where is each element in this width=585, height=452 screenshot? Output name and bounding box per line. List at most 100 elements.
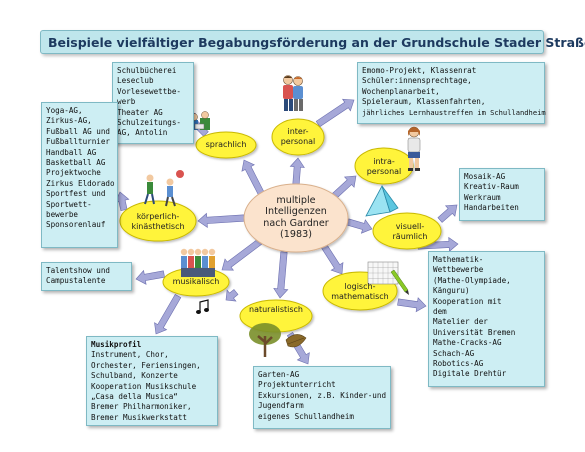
arrow-center-visuell <box>346 218 373 234</box>
box-line: Handarbeiten <box>464 203 519 213</box>
arrow-musikalisch-talent <box>135 269 165 285</box>
label-line: logisch- <box>344 282 376 291</box>
box-line: Yoga-AG, <box>46 106 83 115</box>
box-line: Jugendfarm <box>258 401 304 411</box>
label-line: naturalistisch <box>249 305 303 314</box>
box-visuell: Mosaik-AG Kreativ-Raum Werkraum Handarbe… <box>459 168 545 221</box>
music-note-icon <box>196 299 209 314</box>
box-line: Talentshow und <box>46 266 111 275</box>
box-line: Schach-AG <box>433 348 475 358</box>
box-line: Bremer Philharmoniker, <box>91 402 192 412</box>
box-koerperlich: Yoga-AG, Zirkus-AG, Fußball AG und Fußba… <box>41 102 118 248</box>
box-line: Känguru) <box>433 286 470 296</box>
box-line: Mathe-Cracks-AG <box>433 338 502 348</box>
arrow-center-sprachlich <box>241 159 266 197</box>
box-line: Schulband, Konzerte <box>91 371 178 381</box>
box-line: werb <box>117 97 136 107</box>
arrow-center-koerperlich <box>197 212 245 228</box>
arrow-center-musikalisch <box>221 236 265 271</box>
label-logisch: logisch- mathematisch <box>323 282 397 302</box>
box-line: Mosaik-AG <box>464 172 506 181</box>
box-line: Campustalente <box>46 276 106 286</box>
box-line: Theater AG <box>117 107 163 117</box>
box-line: Werkraum <box>464 192 501 202</box>
box-line: Robotics-AG <box>433 359 484 369</box>
label-intrapersonal: intra- personal <box>355 157 413 177</box>
box-line: Kooperation Musikschule <box>91 381 197 391</box>
tree-leaf-icon <box>249 323 307 357</box>
center-oval <box>243 183 349 253</box>
arrow-visuell-box <box>437 204 458 223</box>
box-line: Basketball AG <box>46 158 106 168</box>
label-naturalistisch: naturalistisch <box>240 305 312 315</box>
oval-interpersonal <box>271 118 325 156</box>
box-line: Projektunterricht <box>258 380 336 390</box>
box-line: Emomo-Projekt, Klassenrat <box>362 66 477 75</box>
arrow-musikalisch-box <box>154 293 182 335</box>
box-line: (Mathe-Olympiade, <box>433 275 511 285</box>
box-line: Universität Bremen <box>433 327 516 337</box>
box-line: Sponsorenlauf <box>46 220 106 230</box>
arrow-center-naturalistisch <box>273 251 289 299</box>
hugging-children-icon <box>283 75 303 111</box>
box-line: Schulbücherei <box>117 66 177 75</box>
box-line: Kooperation mit <box>433 296 502 306</box>
prism-icon <box>365 184 399 217</box>
ball-playing-children-icon <box>144 170 184 207</box>
label-visuell: visuell- räumlich <box>378 222 442 242</box>
box-line: Exkursionen, z.B. Kinder-und <box>258 390 387 400</box>
label-line: kinästhetisch <box>131 222 185 231</box>
box-heading: Musikprofil <box>91 340 142 349</box>
label-interpersonal: inter- personal <box>272 127 324 147</box>
box-line: Sportwett- <box>46 199 92 209</box>
box-line: Mathematik- <box>433 255 484 264</box>
label-line: körperlich- <box>136 212 180 221</box>
box-line: jährliches Lernhaustreffen im Schullandh… <box>362 107 546 117</box>
box-line: Matelier der <box>433 317 488 327</box>
arrow-logisch-box <box>397 297 427 313</box>
box-line: eigenes Schullandheim <box>258 411 355 421</box>
label-line: personal <box>366 167 402 176</box>
box-logisch: Mathematik- Wettbewerbe (Mathe-Olympiade… <box>428 251 545 387</box>
box-line: Wettbewerbe <box>433 265 484 275</box>
box-line: Orchester, Feriensingen, <box>91 360 201 370</box>
box-line: Fußballturnier <box>46 137 111 147</box>
box-line: Handball AG <box>46 147 97 157</box>
label-line: musikalisch <box>172 277 220 286</box>
box-line: Projektwoche <box>46 168 101 178</box>
center-line: (1983) <box>280 229 312 241</box>
box-line: Digitale Drehtür <box>433 369 507 379</box>
label-line: visuell- <box>395 222 425 231</box>
box-line: „Casa della Musica“ <box>91 392 178 402</box>
oval-sprachlich <box>195 131 257 159</box>
box-line: Fußball AG und <box>46 126 111 136</box>
box-interpersonal: Emomo-Projekt, Klassenrat Schüler:innens… <box>357 62 546 124</box>
arrow-small <box>225 289 239 302</box>
reading-children-icon <box>190 111 210 130</box>
box-line: AG, Antolin <box>117 128 168 138</box>
box-line: Schüler:innensprechtage, <box>362 76 472 86</box>
arrow-center-interpersonal <box>289 157 305 185</box>
label-line: sprachlich <box>205 140 247 149</box>
box-talent: Talentshow und Campustalente <box>41 262 132 291</box>
thinking-girl-icon <box>407 126 421 171</box>
oval-visuell <box>372 212 442 250</box>
label-line: personal <box>280 137 316 146</box>
box-line: Vorlesewettbe- <box>117 86 182 96</box>
label-koerperlich: körperlich- kinästhetisch <box>120 212 196 232</box>
box-line: Spieleraum, Klassenfahrten, <box>362 97 486 107</box>
arrow-center-logisch <box>320 243 344 275</box>
box-line: Sportfest und <box>46 189 106 199</box>
center-line: Intelligenzen <box>265 206 327 218</box>
box-line: Schulzeitungs- <box>117 118 182 128</box>
center-line: nach Gardner <box>263 217 329 229</box>
box-musikalisch: Musikprofil Instrument, Chor, Orchester,… <box>86 336 218 426</box>
center-label: multiple Intelligenzen nach Gardner (198… <box>246 195 346 241</box>
box-line: Wochenplanarbeit, <box>362 86 440 96</box>
label-line: inter- <box>287 127 309 136</box>
box-sprachlich: Schulbücherei Leseclub Vorlesewettbe- we… <box>112 62 194 144</box>
center-line: multiple <box>276 195 316 206</box>
box-line: Zirkus Eldorado <box>46 178 115 188</box>
label-musikalisch: musikalisch <box>163 277 229 287</box>
